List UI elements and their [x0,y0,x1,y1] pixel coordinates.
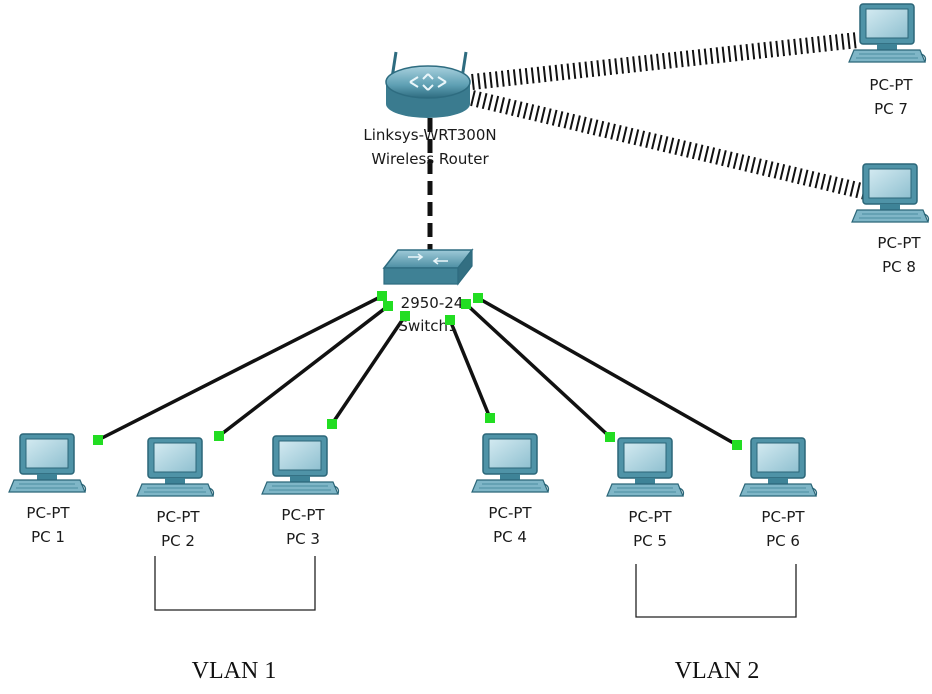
pc-name-label: PC 6 [766,532,800,550]
switch-port-up-indicator [445,315,455,325]
switch-arrows-icon [408,253,448,265]
pc-name-label: PC 5 [633,532,667,550]
pc-6[interactable]: PC-PT PC 6 [739,437,818,550]
pc-name-label: PC 3 [286,530,320,548]
wired-links [97,118,738,447]
switch-side [457,248,473,286]
pc-port-up-indicator [93,435,103,445]
switch-name-label: Switch1 [398,317,457,335]
pc-1[interactable]: PC-PT PC 1 [8,433,87,546]
vlan-1-group: VLAN 1 [154,556,316,684]
pc-2[interactable]: PC-PT PC 2 [136,437,215,550]
vlan-2-group: VLAN 2 [635,564,797,684]
pc-name-label: PC 2 [161,532,195,550]
pc-icon [8,433,87,493]
pc-icon [261,435,340,495]
pc-port-up-indicator [732,440,742,450]
port-indicators [93,291,742,450]
pc-3[interactable]: PC-PT PC 3 [261,435,340,548]
pc-7[interactable]: PC-PT PC 7 [848,3,927,118]
router-top [385,65,471,99]
switch-front [383,267,459,285]
pc-icon [471,433,550,493]
switch-port-up-indicator [473,293,483,303]
link-switch-pc-6[interactable] [477,296,738,447]
pc-icon [606,437,685,497]
pc-icon [848,3,927,63]
pc-4[interactable]: PC-PT PC 4 [471,433,550,546]
switch-port-up-indicator [377,291,387,301]
pc-type-label: PC-PT [488,504,532,522]
pc-type-label: PC-PT [877,234,921,252]
pc-type-label: PC-PT [281,506,325,524]
pc-name-label: PC 8 [882,258,916,276]
switch-model-label: 2950-24 [401,294,464,312]
pc-name-label: PC 1 [31,528,65,546]
pc-8[interactable]: PC-PT PC 8 [851,163,930,276]
link-switch-pc-2[interactable] [217,304,390,438]
pc-type-label: PC-PT [869,76,913,94]
pc-port-up-indicator [214,431,224,441]
pc-name-label: PC 7 [874,100,908,118]
link-switch-pc-4[interactable] [448,319,492,419]
vlan-1-bracket [154,556,316,611]
pc-type-label: PC-PT [628,508,672,526]
vlan-2-label: VLAN 2 [675,658,760,684]
pc-icon [136,437,215,497]
pc-type-label: PC-PT [156,508,200,526]
link-switch-pc-1[interactable] [97,294,383,442]
pc-name-label: PC 4 [493,528,527,546]
pc-port-up-indicator [485,413,495,423]
vlan-1-label: VLAN 1 [192,658,277,684]
vlan-2-bracket [635,564,797,618]
pc-5[interactable]: PC-PT PC 5 [606,437,685,550]
pc-port-up-indicator [605,432,615,442]
pc-icon [739,437,818,497]
switch-port-up-indicator [461,299,471,309]
pc-icon [851,163,930,223]
link-switch-pc-3[interactable] [330,315,407,425]
router-name-label: Wireless Router [371,150,489,168]
pc-type-label: PC-PT [26,504,70,522]
wireless-links [470,32,868,200]
router-model-label: Linksys-WRT300N [363,126,496,144]
link-switch-pc-5[interactable] [464,302,612,439]
wireless-link-pc-7[interactable] [471,32,859,90]
router-arrows-icon [409,73,447,91]
pc-type-label: PC-PT [761,508,805,526]
switch[interactable]: 2950-24 Switch1 [382,248,474,335]
wireless-router[interactable]: Linksys-WRT300N Wireless Router [363,51,497,168]
pc-port-up-indicator [327,419,337,429]
switch-port-up-indicator [400,311,410,321]
wireless-link-pc-8[interactable] [470,90,868,200]
switch-port-up-indicator [383,301,393,311]
switch-top [382,249,474,269]
